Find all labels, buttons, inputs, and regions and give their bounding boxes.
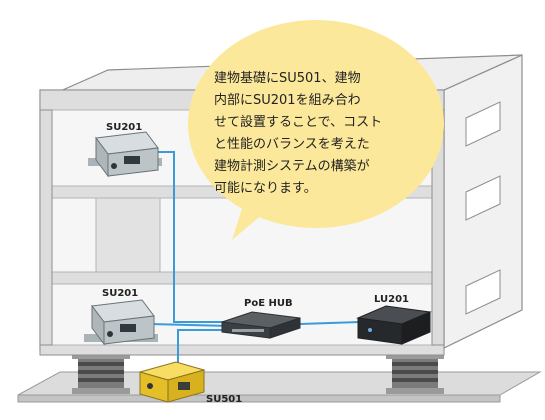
cable-su201-bottom (149, 323, 231, 327)
bubble-line-6: 可能になります。 (214, 181, 317, 196)
su201-top-device (88, 131, 162, 178)
base-isolator-left (72, 352, 130, 394)
cable-lu201 (299, 321, 361, 325)
bubble-line-4: と性能のバランスを考えた (214, 137, 370, 152)
floor-slab-0 (39, 344, 445, 356)
poe-hub-device (221, 311, 301, 339)
cable-su201-top (158, 151, 230, 323)
su201-top-label: SU201 (106, 122, 142, 133)
lu201-device (356, 305, 432, 345)
poe-hub-label: PoE HUB (244, 298, 293, 309)
su501-label: SU501 (206, 394, 242, 405)
bubble-line-3: せて設置することで、コスト (214, 114, 382, 130)
cable-su501 (177, 329, 230, 368)
ground-slab-edge (17, 394, 501, 403)
network-cables (149, 151, 361, 368)
bubble-line-1: 建物基礎にSU501、建物 (214, 71, 361, 86)
bubble-line-2: 内部にSU201を組み合わ (214, 92, 361, 108)
su501-device (138, 361, 206, 403)
base-isolator-right (386, 352, 444, 394)
speech-bubble (188, 20, 444, 240)
su201-bottom-device (84, 299, 158, 346)
side-window-2 (465, 175, 501, 221)
floor-slab-1 (39, 271, 445, 285)
inner-wall (95, 197, 161, 273)
side-window-1 (465, 101, 501, 147)
bubble-line-5: 建物計測システムの構築が (214, 158, 370, 174)
column-left (39, 109, 53, 346)
side-window-3 (465, 269, 501, 315)
su201-bottom-label: SU201 (102, 288, 138, 299)
lu201-label: LU201 (374, 294, 409, 305)
bubble-text: 建物基礎にSU501、建物 内部にSU201を組み合わ せて設置することで、コス… (214, 71, 382, 196)
